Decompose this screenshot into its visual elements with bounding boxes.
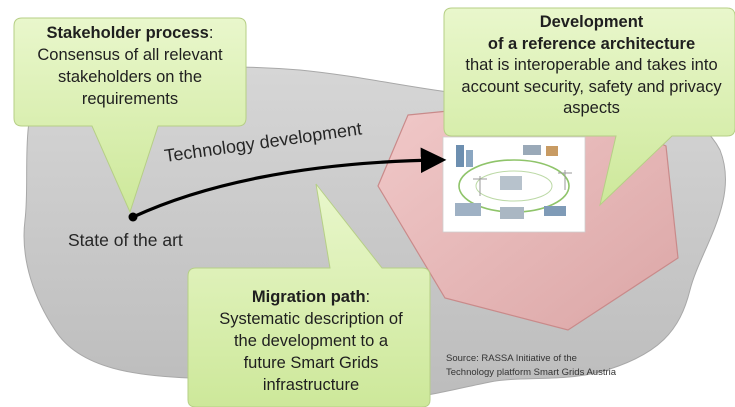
source-line: Technology platform Smart Grids Austria <box>446 367 617 378</box>
source-note: Source: RASSA Initiative of the Technolo… <box>446 352 616 380</box>
reference-architecture-callout-shape <box>443 7 735 207</box>
source-line: Source: RASSA Initiative of the <box>446 353 577 364</box>
migration-title: Migration path <box>251 288 366 306</box>
migration-title-line: Migration path: <box>196 286 426 308</box>
migration-text-line: Systematic description of <box>219 310 403 328</box>
stakeholder-title-suffix: : <box>208 24 214 42</box>
migration-text-line: infrastructure <box>262 376 360 394</box>
migration-text-line: the development to a <box>233 332 389 350</box>
stakeholder-callout-shape <box>13 17 247 214</box>
smart-grid-illustration <box>442 136 586 233</box>
migration-text-line: future Smart Grids <box>243 354 379 372</box>
stakeholder-text-line: stakeholders on the <box>57 68 202 86</box>
stakeholder-callout: Stakeholder process: Consensus of all re… <box>14 22 246 110</box>
reference-architecture-callout: Development of a reference architecture … <box>444 12 735 120</box>
reference-title-line: Development <box>539 13 644 31</box>
stakeholder-text-line: requirements <box>81 90 179 108</box>
migration-title-suffix: : <box>365 288 371 306</box>
stakeholder-text-line: Consensus of all relevant <box>37 46 223 64</box>
reference-text-line: account security, safety and privacy <box>461 77 722 96</box>
technology-development-arrow <box>132 147 447 219</box>
migration-path-callout: Migration path: Systematic description o… <box>196 286 426 396</box>
reference-title-line: of a reference architecture <box>487 34 696 53</box>
state-of-the-art-label: State of the art <box>68 230 183 250</box>
reference-text-line: aspects <box>563 99 620 117</box>
reference-text-line: that is interoperable and takes into <box>465 56 718 74</box>
stakeholder-title: Stakeholder process <box>46 24 209 42</box>
state-of-the-art-point <box>128 212 138 222</box>
stakeholder-title-line: Stakeholder process: <box>14 22 246 44</box>
